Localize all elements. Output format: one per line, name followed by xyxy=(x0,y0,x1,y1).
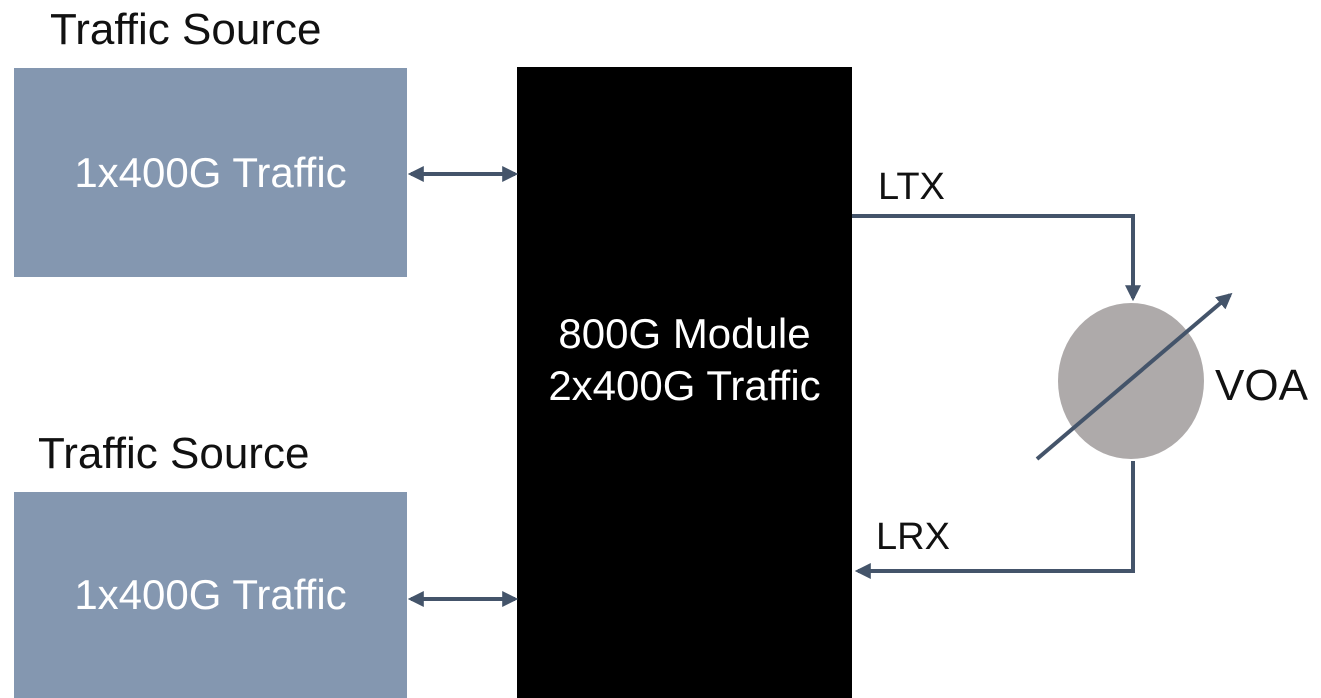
voa-label: VOA xyxy=(1215,361,1308,410)
lrx-label: LRX xyxy=(876,516,950,558)
traffic-box-bottom: 1x400G Traffic xyxy=(14,492,407,698)
traffic-box-top: 1x400G Traffic xyxy=(14,68,407,277)
module-name: 800G Module xyxy=(558,310,811,358)
traffic-box-label: 1x400G Traffic xyxy=(74,148,347,196)
voa-adjust-arrow xyxy=(1035,292,1233,461)
traffic-box-label: 1x400G Traffic xyxy=(74,571,347,618)
traffic-source-title-top: Traffic Source xyxy=(50,5,322,54)
module-traffic: 2x400G Traffic xyxy=(548,361,821,409)
ltx-path xyxy=(852,214,1141,302)
module-block: 800G Module 2x400G Traffic xyxy=(517,67,852,698)
traffic-source-title-bottom: Traffic Source xyxy=(38,429,310,478)
lrx-path xyxy=(854,461,1135,579)
ltx-label: LTX xyxy=(878,166,945,208)
